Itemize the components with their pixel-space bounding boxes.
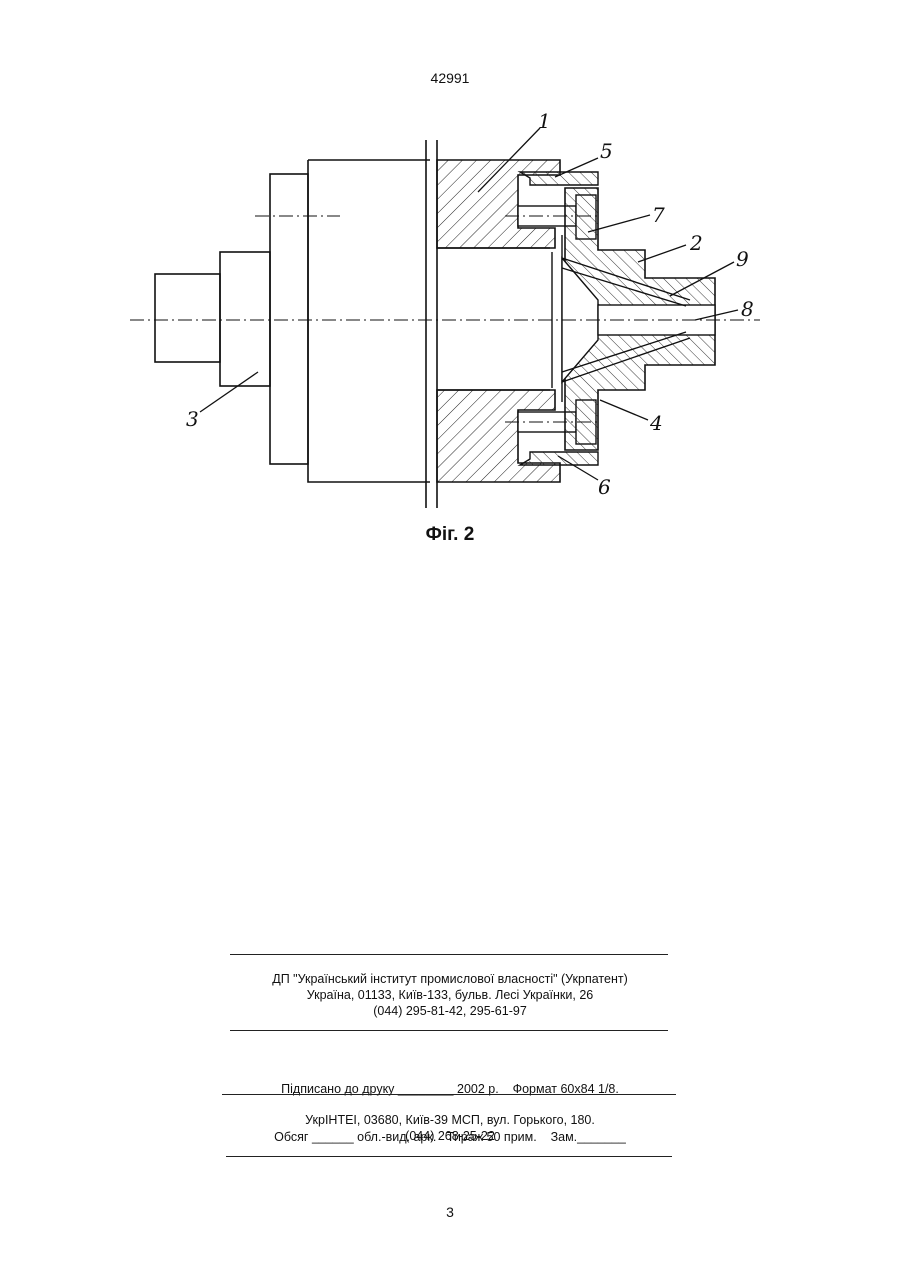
printer-block: УкрІНТЕІ, 03680, Київ-39 МСП, вул. Горьк… (0, 1112, 900, 1144)
shaft-step (220, 252, 270, 386)
callout-4: 4 (649, 411, 663, 435)
housing-lower-section (437, 390, 560, 482)
callout-1: 1 (538, 109, 551, 133)
callout-8: 8 (741, 297, 754, 321)
document-number: 42991 (0, 70, 900, 86)
shaft-end (155, 274, 220, 362)
callout-6: 6 (598, 475, 611, 499)
clamp-lower (520, 452, 598, 465)
callout-2: 2 (689, 231, 703, 255)
divider (230, 1030, 668, 1031)
flange-ring (270, 174, 308, 464)
publisher-line: (044) 295-81-42, 295-61-97 (0, 1003, 900, 1019)
divider (226, 1156, 672, 1157)
clamp-upper (520, 172, 598, 185)
technical-drawing: 1 5 7 2 9 8 4 6 3 (120, 108, 780, 518)
leader-3 (200, 372, 258, 412)
divider (230, 954, 668, 955)
publisher-line: Україна, 01133, Київ-133, бульв. Лесі Ук… (0, 987, 900, 1003)
publisher-block: ДП "Український інститут промислової вла… (0, 971, 900, 1019)
leader-4 (600, 400, 648, 420)
callout-5: 5 (600, 139, 613, 163)
callout-9: 9 (736, 247, 749, 271)
publisher-line: ДП "Український інститут промислової вла… (0, 971, 900, 987)
printer-line: (044) 268-25-22 (0, 1128, 900, 1144)
print-details-block: Підписано до друку ________ 2002 р. Форм… (0, 1049, 900, 1161)
callout-7: 7 (652, 203, 665, 227)
divider (222, 1094, 676, 1095)
figure-caption: Фіг. 2 (0, 524, 900, 546)
housing-outline (308, 160, 430, 482)
page-number: 3 (0, 1204, 900, 1220)
printer-line: УкрІНТЕІ, 03680, Київ-39 МСП, вул. Горьк… (0, 1112, 900, 1128)
callout-3: 3 (186, 407, 199, 431)
